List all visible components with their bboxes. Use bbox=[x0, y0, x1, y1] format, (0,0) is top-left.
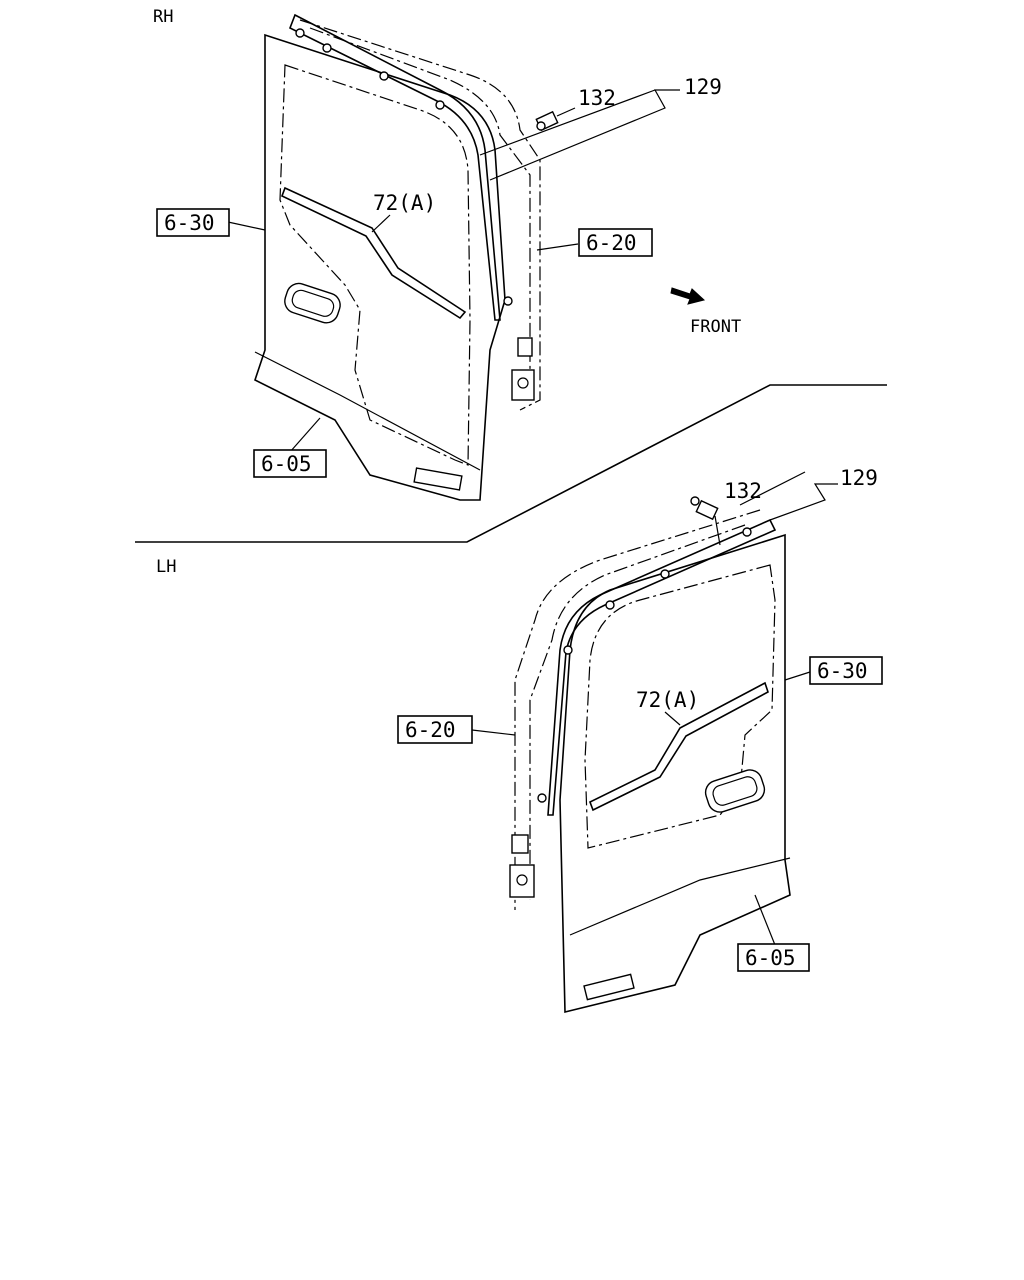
lh-leader-72a bbox=[664, 711, 681, 726]
rh-hinge-bolt bbox=[517, 377, 529, 389]
rh-fastener-132 bbox=[535, 110, 559, 132]
lh-leader-6-20 bbox=[471, 729, 516, 736]
lh-ref-box-6-05 bbox=[737, 943, 810, 972]
lh-hinge-lower bbox=[509, 864, 535, 898]
rh-ref-6-05: 6-05 bbox=[261, 452, 312, 476]
rh-weatherstrip bbox=[288, 13, 501, 321]
rh-label-132: 132 bbox=[578, 86, 616, 110]
rh-ref-box-6-20 bbox=[578, 228, 653, 257]
rh-leader-6-05 bbox=[289, 417, 321, 453]
rh-leader-129-b bbox=[479, 89, 656, 156]
lh-leader-132 bbox=[714, 515, 721, 546]
lh-moulding bbox=[588, 681, 769, 812]
lh-door-handle bbox=[704, 769, 766, 813]
lh-door-handle-inner bbox=[712, 776, 758, 806]
rh-body-outline bbox=[299, 19, 541, 411]
rh-body-inner-outline bbox=[309, 27, 531, 395]
lh-side-label: LH bbox=[156, 557, 176, 577]
lh-leader-6-30 bbox=[784, 671, 811, 681]
lh-body-outline bbox=[514, 509, 761, 910]
rh-leader-6-20 bbox=[536, 243, 579, 251]
front-label: FRONT bbox=[690, 317, 741, 337]
rh-clip bbox=[295, 28, 305, 38]
lh-leader-129 bbox=[769, 483, 838, 521]
lh-ref-6-30: 6-30 bbox=[817, 659, 868, 683]
rh-leader-129 bbox=[489, 89, 680, 181]
rh-ref-box-6-05 bbox=[253, 449, 327, 478]
lh-window-opening bbox=[584, 564, 776, 849]
rh-section: RH bbox=[153, 7, 741, 501]
rh-hinge-lower bbox=[511, 369, 535, 401]
rh-door-panel bbox=[254, 33, 506, 501]
rh-leader-6-30 bbox=[227, 221, 266, 231]
lh-clip bbox=[660, 569, 670, 579]
lh-ref-6-05: 6-05 bbox=[745, 946, 796, 970]
lh-door-frame-outline bbox=[569, 857, 791, 936]
lh-ref-box-6-20 bbox=[397, 715, 473, 744]
lh-clip bbox=[537, 793, 547, 803]
rh-door-handle bbox=[284, 282, 341, 324]
lh-fastener-132 bbox=[690, 496, 719, 521]
rh-door-frame-outline bbox=[254, 351, 481, 471]
rh-hinge-upper bbox=[517, 337, 533, 357]
rh-side-label: RH bbox=[153, 7, 173, 27]
lh-label-129: 129 bbox=[840, 466, 878, 490]
rh-label-129: 129 bbox=[684, 75, 722, 99]
rh-label-72a: 72(A) bbox=[373, 191, 436, 215]
rh-leader-72a bbox=[371, 214, 391, 233]
rh-moulding bbox=[280, 186, 467, 320]
lh-body-inner-outline bbox=[529, 524, 746, 900]
lh-ref-box-6-30 bbox=[809, 656, 883, 685]
lh-leader-6-05 bbox=[754, 894, 776, 946]
lh-section: LH bbox=[156, 466, 883, 1014]
lh-label-72a: 72(A) bbox=[636, 688, 699, 712]
rh-ref-6-20: 6-20 bbox=[586, 231, 637, 255]
rh-reflector bbox=[413, 467, 463, 491]
rh-clip bbox=[435, 100, 445, 110]
rh-window-opening bbox=[279, 64, 471, 466]
lh-weatherstrip bbox=[547, 518, 777, 816]
rh-clip bbox=[379, 71, 389, 81]
lh-hinge-upper bbox=[511, 834, 529, 854]
rh-leader-132 bbox=[556, 107, 576, 117]
rh-clip bbox=[503, 296, 513, 306]
lh-leader-129-b bbox=[739, 471, 806, 506]
rh-ref-box-6-30 bbox=[156, 208, 230, 237]
lh-clip bbox=[605, 600, 615, 610]
lh-clip bbox=[563, 645, 573, 655]
lh-ref-6-20: 6-20 bbox=[405, 718, 456, 742]
section-divider bbox=[135, 384, 887, 543]
rh-clip bbox=[322, 43, 332, 53]
lh-clip bbox=[742, 527, 752, 537]
rh-door-handle-inner bbox=[291, 289, 335, 317]
rh-ref-6-30: 6-30 bbox=[164, 211, 215, 235]
front-arrow-icon bbox=[670, 287, 706, 305]
lh-hinge-bolt bbox=[516, 874, 528, 886]
lh-reflector bbox=[583, 973, 635, 1001]
lh-label-132: 132 bbox=[724, 479, 762, 503]
